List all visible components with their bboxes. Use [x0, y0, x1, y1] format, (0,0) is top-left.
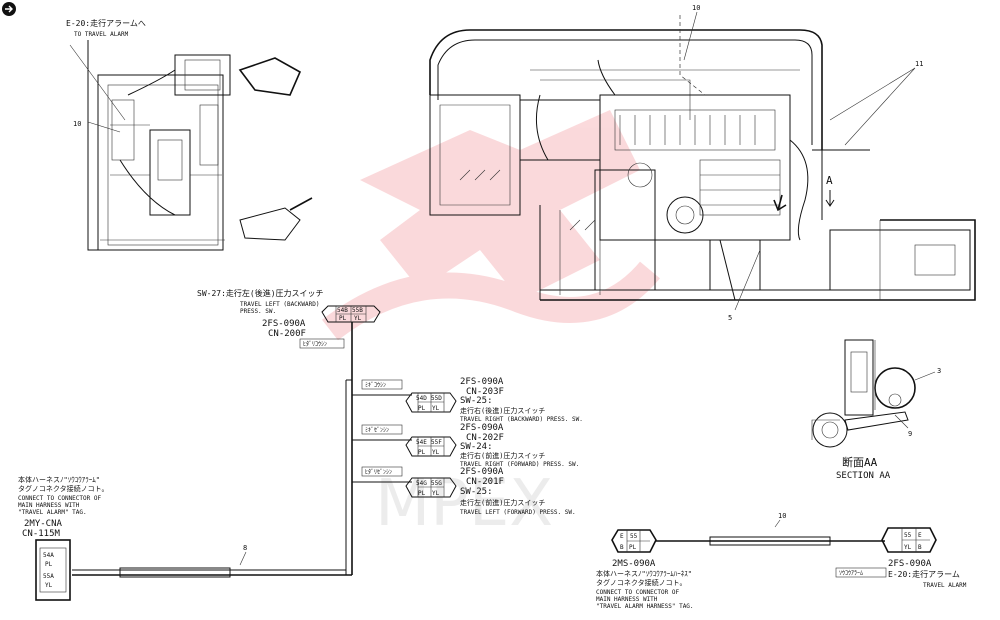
sw27-cn: CN-200F — [268, 329, 306, 339]
cn115m-connector: 54A PL 55A YL — [35, 539, 71, 601]
sw25a-title: SW-25: — [460, 396, 493, 406]
harness-sleeve-8 — [119, 567, 231, 578]
sw25a-part: 2FS-090A — [460, 377, 504, 387]
sw24-title: SW-24: — [460, 442, 493, 452]
alarm-pin-3: YL — [904, 544, 912, 551]
alarm-pin-2: E — [918, 532, 922, 539]
sw24-part: 2FS-090A — [460, 423, 504, 433]
sw27-tag: ﾋﾀﾞﾘｺｳｼﾝ — [303, 341, 327, 348]
sw27-pin-2: 55B — [352, 307, 363, 314]
sw25b-pin-1: 54G — [416, 480, 427, 487]
left-note-jp1: 本体ハーネスﾉ"ｿｳｺｳｱﾗｰﾑ" — [18, 475, 100, 484]
bottom-note-en2: MAIN HARNESS WITH — [596, 596, 658, 603]
cn2ms-pin-3: B — [620, 544, 624, 551]
sw25b-part: 2FS-090A — [460, 467, 504, 477]
bottom-note-part: 2MS-090A — [612, 559, 656, 569]
callout-3: 3 — [937, 367, 941, 375]
bottom-note-jp2: タグノコネクタ接続ノコト。 — [596, 578, 686, 587]
alarm-title: E-20:走行アラーム — [888, 569, 960, 579]
harness-sleeve-10 — [709, 536, 831, 546]
sw24-en: TRAVEL RIGHT (FORWARD) PRESS. SW. — [460, 461, 579, 468]
sw27-en2: PRESS. SW. — [240, 308, 276, 315]
cn115m-pin-4: YL — [45, 582, 53, 589]
bottom-note-jp1: 本体ハーネスﾉ"ｿｳｺｳｱﾗｰﾑﾊｰﾈｽ" — [596, 569, 692, 578]
cn115m-pin-1: 54A — [43, 552, 54, 559]
alarm-pin-1: 55 — [904, 532, 912, 539]
left-note-en3: "TRAVEL ALARM" TAG. — [18, 509, 87, 516]
sw24-pin-3: PL — [418, 449, 426, 456]
sw24-pin-4: YL — [432, 449, 440, 456]
sw25a-pin-1: 54D — [416, 395, 427, 402]
left-note-en1: CONNECT TO CONNECTOR OF — [18, 495, 101, 502]
callout-11: 11 — [915, 60, 923, 68]
sw25b-connector: 54G 55G PL YL — [405, 477, 457, 498]
alarm-tag: ｿｳｺｳｱﾗｰﾑ — [839, 570, 863, 577]
sw25a-pin-3: PL — [418, 405, 426, 412]
cn-2ms-connector: E 55 B PL — [611, 529, 657, 553]
sw27-en1: TRAVEL LEFT (BACKWARD) — [240, 301, 319, 308]
bottom-note-en3: "TRAVEL ALARM HARNESS" TAG. — [596, 603, 694, 610]
engine-assembly-drawing — [429, 11, 976, 311]
e20-top-label-jp: E-20:走行アラームへ — [66, 18, 146, 28]
corner-marker-icon — [2, 2, 16, 16]
cn115m-pin-2: PL — [45, 561, 53, 568]
sw25a-tag: ﾐｷﾞｺｳｼﾝ — [365, 382, 386, 389]
alarm-part: 2FS-090A — [888, 559, 932, 569]
left-note-jp2: タグノコネクタ接続ノコト。 — [18, 484, 108, 493]
cn2ms-pin-4: PL — [629, 544, 637, 551]
sw25a-connector: 54D 55D PL YL — [405, 392, 457, 413]
sw25b-pin-2: 55G — [431, 480, 442, 487]
sw25b-cn: CN-201F — [466, 477, 504, 487]
control-lever-assembly-drawing — [69, 40, 313, 251]
callout-5: 5 — [728, 314, 732, 322]
sw24-tag: ﾐｷﾞｾﾞﾝｼﾝ — [365, 427, 389, 434]
sw25a-cn: CN-203F — [466, 387, 504, 397]
sw27-pin-4: YL — [354, 315, 362, 322]
callout-9: 9 — [908, 430, 912, 438]
sw25b-jp: 走行左(前進)圧力スイッチ — [460, 498, 545, 507]
watermark-text: MPEX — [375, 467, 553, 541]
left-note-cn: CN-115M — [22, 529, 61, 539]
sw25b-tag: ﾋﾀﾞﾘｾﾞﾝｼﾝ — [365, 469, 392, 476]
sw27-part: 2FS-090A — [262, 319, 306, 329]
sw24-pin-1: 54E — [416, 439, 427, 446]
alarm-connector: 55 E YL B — [881, 527, 937, 553]
section-aa-drawing — [811, 339, 936, 448]
section-arrow-icon — [825, 190, 835, 207]
sw27-title: SW-27:走行左(後進)圧力スイッチ — [197, 288, 324, 298]
callout-10-top: 10 — [692, 4, 700, 12]
sw25b-pin-4: YL — [432, 490, 440, 497]
alarm-pin-4: B — [918, 544, 922, 551]
e20-top-label-en: TO TRAVEL ALARM — [74, 31, 129, 38]
sw25a-pin-2: 55D — [431, 395, 442, 402]
sw24-cn: CN-202F — [466, 433, 504, 443]
sw27-connector: 54B 55B PL YL — [321, 305, 381, 323]
callout-10-bottom: 10 — [778, 512, 786, 520]
left-note-part: 2MY-CNA — [24, 519, 63, 529]
alarm-en: TRAVEL ALARM — [923, 582, 967, 589]
sw24-pin-2: 55F — [431, 439, 442, 446]
cn115m-pin-3: 55A — [43, 573, 54, 580]
sw25a-en: TRAVEL RIGHT (BACKWARD) PRESS. SW. — [460, 416, 583, 423]
sw25b-title: SW-25: — [460, 487, 493, 497]
callout-10-left: 10 — [73, 120, 81, 128]
sw25b-en: TRAVEL LEFT (FORWARD) PRESS. SW. — [460, 509, 576, 516]
callout-8: 8 — [243, 544, 247, 552]
bottom-note-en1: CONNECT TO CONNECTOR OF — [596, 589, 679, 596]
sw25a-pin-4: YL — [432, 405, 440, 412]
cn2ms-pin-1: E — [620, 533, 624, 540]
section-title-en: SECTION AA — [836, 471, 891, 481]
sw24-connector: 54E 55F PL YL — [405, 436, 457, 457]
left-note-en2: MAIN HARNESS WITH — [18, 502, 80, 509]
cn2ms-pin-2: 55 — [630, 533, 638, 540]
sw25a-jp: 走行右(後進)圧力スイッチ — [460, 406, 545, 415]
section-arrow-a: A — [826, 174, 833, 187]
sw24-jp: 走行右(前進)圧力スイッチ — [460, 451, 545, 460]
sw25b-pin-3: PL — [418, 490, 426, 497]
sw27-pin-1: 54B — [337, 307, 348, 314]
sw27-pin-3: PL — [339, 315, 347, 322]
section-title-jp: 断面AA — [842, 455, 878, 469]
